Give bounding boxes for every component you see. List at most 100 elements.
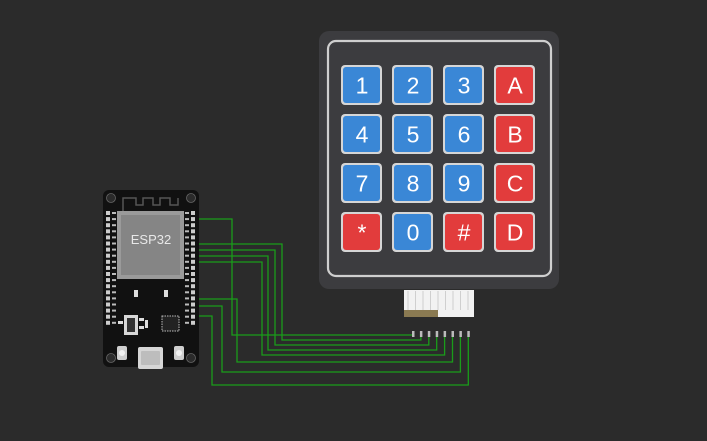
esp32-right-pin[interactable] — [191, 290, 195, 295]
esp32-right-pin[interactable] — [191, 308, 195, 313]
wire-2[interactable] — [195, 243, 422, 341]
connector-pin[interactable] — [435, 331, 439, 337]
pin-label — [185, 266, 189, 269]
wire-8[interactable] — [195, 315, 469, 386]
wire-7[interactable] — [195, 305, 462, 373]
key-9[interactable]: 9 — [443, 163, 484, 203]
key-face — [496, 116, 533, 152]
esp32-right-pin[interactable] — [191, 272, 195, 276]
pin-label — [112, 212, 116, 214]
key-face — [394, 165, 431, 201]
pin-label — [112, 309, 116, 312]
wire-6[interactable] — [195, 298, 454, 363]
esp32-left-pin[interactable] — [106, 296, 110, 301]
key-label: 8 — [407, 171, 420, 197]
esp32-right-pin[interactable] — [191, 284, 195, 289]
pin-label — [112, 218, 116, 221]
esp32-right-pin[interactable] — [191, 253, 195, 258]
esp32-left-pin[interactable] — [106, 278, 110, 283]
key-d[interactable]: D — [494, 212, 535, 252]
esp32-right-pin[interactable] — [191, 314, 195, 319]
esp32-right-pin[interactable] — [191, 223, 195, 228]
esp32-left-pin[interactable] — [106, 259, 110, 264]
esp32-right-pin[interactable] — [191, 259, 195, 264]
key-6[interactable]: 6 — [443, 114, 484, 154]
esp32-left-pin[interactable] — [106, 223, 110, 228]
esp32-right-pin[interactable] — [191, 235, 195, 240]
key-label: # — [458, 220, 471, 246]
key-face — [445, 165, 482, 201]
smd-component — [145, 320, 148, 328]
key-b[interactable]: B — [494, 114, 535, 154]
esp32-left-pin[interactable] — [106, 217, 110, 222]
esp32-right-pin[interactable] — [191, 211, 195, 215]
pin-label — [185, 212, 189, 214]
connector-pin[interactable] — [427, 331, 431, 337]
key-face — [394, 214, 431, 250]
esp32-left-pin[interactable] — [106, 253, 110, 258]
key-label: 4 — [356, 122, 369, 148]
pin-label — [185, 309, 189, 312]
key-face — [445, 116, 482, 152]
esp32-left-pin[interactable] — [106, 308, 110, 313]
pin-label — [185, 297, 189, 300]
esp32-left-pin[interactable] — [106, 229, 110, 234]
connector-pin[interactable] — [412, 331, 415, 337]
pin-label — [112, 254, 116, 257]
esp32-left-pin[interactable] — [106, 302, 110, 307]
connector-pin[interactable] — [451, 331, 455, 337]
esp32-left-pin[interactable] — [106, 235, 110, 240]
esp32-right-pin[interactable] — [191, 278, 195, 283]
esp32-board[interactable]: ESP32 — [103, 190, 199, 369]
regulator-pin — [139, 318, 144, 321]
pin-label — [185, 273, 189, 275]
wire-3[interactable] — [195, 249, 430, 346]
esp32-right-pin[interactable] — [191, 247, 195, 252]
connector-pin[interactable] — [459, 331, 462, 337]
connector-pin[interactable] — [419, 331, 423, 337]
key-0[interactable]: 0 — [392, 212, 433, 252]
pin-label — [112, 266, 116, 269]
esp32-left-pin[interactable] — [106, 241, 110, 246]
esp32-left-pin[interactable] — [106, 314, 110, 319]
esp32-right-pin[interactable] — [191, 302, 195, 307]
key-5[interactable]: 5 — [392, 114, 433, 154]
esp32-right-pin[interactable] — [191, 217, 195, 222]
key-8[interactable]: 8 — [392, 163, 433, 203]
esp32-left-pin[interactable] — [106, 247, 110, 252]
key-3[interactable]: 3 — [443, 65, 484, 105]
esp32-right-pin[interactable] — [191, 229, 195, 234]
esp32-left-pin[interactable] — [106, 211, 110, 215]
pin-label — [185, 321, 189, 324]
esp32-right-pin[interactable] — [191, 241, 195, 246]
esp32-right-pin[interactable] — [191, 296, 195, 301]
key-face — [343, 116, 380, 152]
wire-4[interactable] — [195, 255, 438, 351]
key-label: 6 — [458, 122, 471, 148]
pin-label — [185, 315, 189, 318]
pin-label — [112, 273, 116, 275]
key-star[interactable]: * — [341, 212, 382, 252]
key-c[interactable]: C — [494, 163, 535, 203]
pin-label — [185, 291, 189, 294]
esp32-right-pin[interactable] — [191, 265, 195, 270]
wire-5[interactable] — [195, 261, 446, 356]
esp32-left-pin[interactable] — [106, 284, 110, 289]
key-2[interactable]: 2 — [392, 65, 433, 105]
esp32-left-pin[interactable] — [106, 265, 110, 270]
esp32-label: ESP32 — [131, 232, 171, 247]
key-7[interactable]: 7 — [341, 163, 382, 203]
esp32-left-pin[interactable] — [106, 320, 110, 325]
key-1[interactable]: 1 — [341, 65, 382, 105]
esp32-left-pin[interactable] — [106, 272, 110, 276]
key-4[interactable]: 4 — [341, 114, 382, 154]
esp32-left-pin[interactable] — [106, 290, 110, 295]
esp32-right-pin[interactable] — [191, 320, 195, 325]
boot-button-cap — [176, 350, 182, 356]
connector-pin[interactable] — [467, 331, 470, 337]
connector-pin[interactable] — [443, 331, 447, 337]
key-hash[interactable]: # — [443, 212, 484, 252]
key-a[interactable]: A — [494, 65, 535, 105]
